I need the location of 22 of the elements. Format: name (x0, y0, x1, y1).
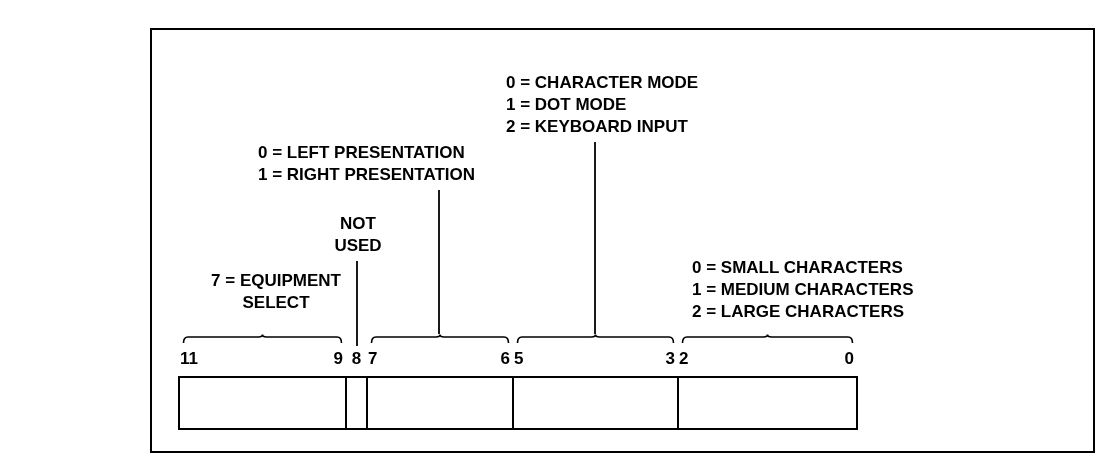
field-description: 1 = RIGHT PRESENTATION (258, 164, 477, 186)
field-description: 0 = CHARACTER MODE (506, 72, 700, 94)
field-description: 0 = LEFT PRESENTATION (258, 142, 466, 164)
bit-number: 11 (180, 349, 198, 369)
bit-number: 0 (844, 349, 854, 369)
field-description: 0 = SMALL CHARACTERS (692, 257, 904, 279)
leader-line (594, 141, 596, 335)
field-description: 7 = EQUIPMENT SELECT (210, 270, 342, 314)
bit-number: 3 (665, 349, 675, 369)
field-description: 1 = DOT MODE (506, 94, 628, 116)
bit-number: 6 (500, 349, 510, 369)
leader-line (356, 260, 358, 347)
field-description: 1 = MEDIUM CHARACTERS (692, 279, 915, 301)
field-description: NOT USED (333, 213, 383, 257)
bit-number: 8 (351, 349, 362, 369)
bit-number: 7 (368, 349, 378, 369)
bit-number: 5 (514, 349, 524, 369)
field-description: 2 = KEYBOARD INPUT (506, 116, 689, 138)
leader-line (438, 189, 440, 335)
bit-number: 9 (333, 349, 343, 369)
field-description: 2 = LARGE CHARACTERS (692, 301, 906, 323)
bit-number: 2 (679, 349, 689, 369)
